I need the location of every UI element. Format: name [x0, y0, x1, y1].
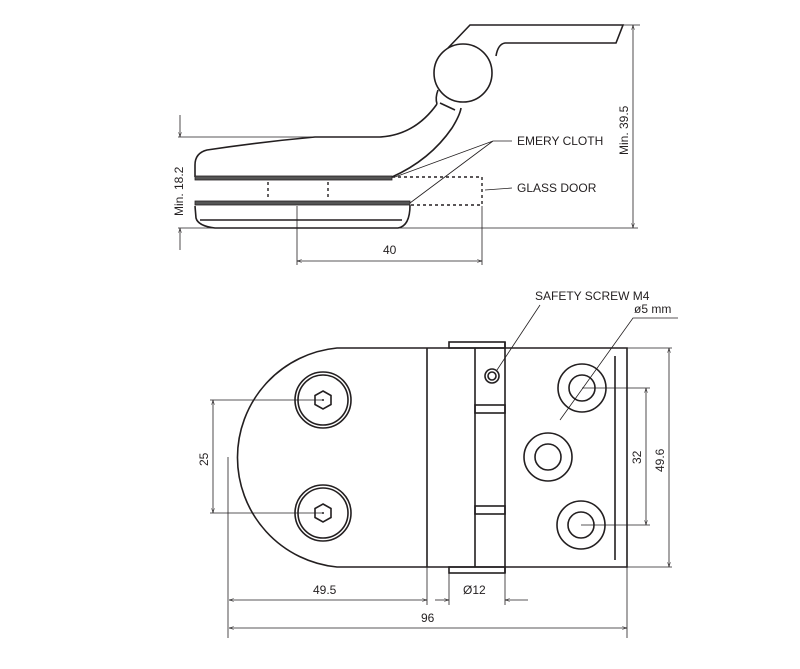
dim-32: 32 [630, 450, 644, 464]
hinge-clamp-plate [194, 204, 411, 229]
glass-door-label: GLASS DOOR [517, 181, 597, 195]
dim-96: 96 [421, 611, 435, 625]
dim-49-6: 49.6 [653, 448, 667, 472]
hole-diameter-label: ø5 mm [634, 302, 671, 316]
emery-cloth-upper [194, 175, 393, 181]
side-view: EMERY CLOTH GLASS DOOR Min. 18.2 Min. 39… [172, 24, 640, 265]
glass-door-outline [392, 176, 483, 206]
knuckle-top [448, 341, 506, 349]
mounting-hole-middle [523, 432, 573, 482]
dim-25: 25 [197, 452, 211, 466]
dim-min-39-5: Min. 39.5 [617, 105, 631, 155]
knuckle-bottom [448, 566, 506, 574]
safety-screw [484, 368, 500, 384]
dim-40: 40 [383, 243, 397, 257]
front-view: SAFETY SCREW M4 ø5 mm 25 32 49.6 49.5 Ø1… [197, 289, 678, 638]
dim-49-5: 49.5 [313, 583, 337, 597]
emery-cloth-label: EMERY CLOTH [517, 134, 603, 148]
hinge-plate-outline [236, 347, 628, 568]
dim-diameter-12: Ø12 [463, 583, 486, 597]
emery-cloth-lower [194, 200, 411, 206]
hinge-lever [194, 24, 625, 178]
dim-min-18-2: Min. 18.2 [172, 166, 186, 216]
safety-screw-label: SAFETY SCREW M4 [535, 289, 650, 303]
